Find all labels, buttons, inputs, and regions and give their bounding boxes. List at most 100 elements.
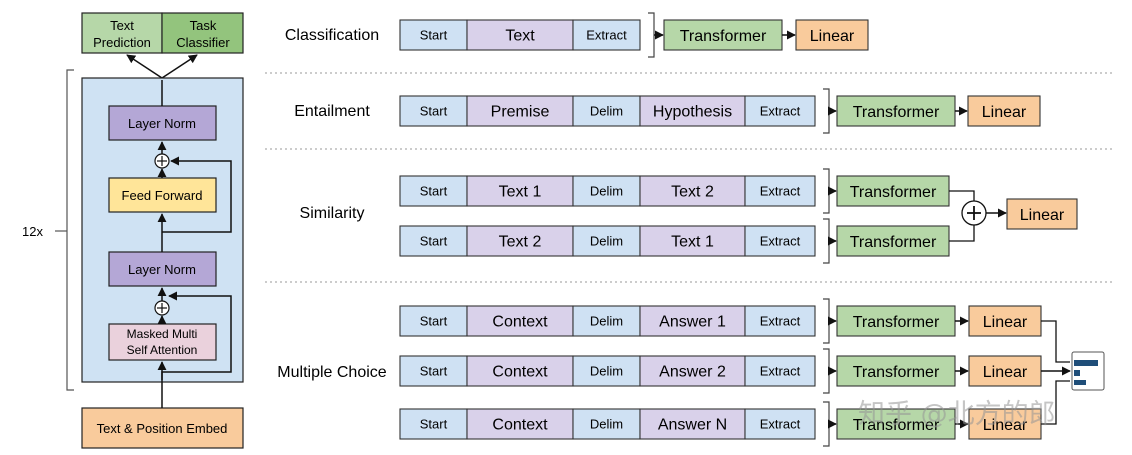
entailment-row1-token-box bbox=[639, 95, 746, 127]
similarity-row2-token: Text 2 bbox=[499, 234, 542, 251]
similarity-row1-token: Text 2 bbox=[671, 184, 714, 201]
task-label-entailment: Entailment bbox=[294, 103, 370, 120]
entailment-row1-token: Start bbox=[420, 104, 448, 119]
classification-row1-token: Extract bbox=[586, 28, 627, 43]
layer-norm-bottom bbox=[108, 251, 217, 287]
similarity-row2-token-box bbox=[466, 225, 574, 257]
multiple-choice-row1-token-box bbox=[639, 305, 746, 337]
multiple-choice-linear-2-box bbox=[968, 355, 1042, 387]
layer-norm-bottom-label: Layer Norm bbox=[128, 262, 196, 277]
classification-linear-box bbox=[795, 19, 869, 51]
multiple-choice-row2-token: Answer 2 bbox=[659, 364, 726, 381]
multiple-choice-transformer-1-label: Transformer bbox=[853, 314, 940, 331]
multiple-choice-transformer-2-label: Transformer bbox=[853, 364, 940, 381]
classification-linear-label: Linear bbox=[810, 28, 855, 45]
multiple-choice-row1-token-box bbox=[744, 305, 816, 337]
similarity-linear-label: Linear bbox=[1020, 207, 1065, 224]
task-label-multiple-choice: Multiple Choice bbox=[277, 364, 386, 381]
layer-norm-top bbox=[108, 105, 217, 141]
similarity-row1-token-box bbox=[744, 175, 816, 207]
multiple-choice-row3-token-box bbox=[639, 408, 746, 440]
residual-top bbox=[162, 156, 232, 233]
entailment-transformer-label: Transformer bbox=[853, 104, 940, 121]
multiple-choice-row3-token-box bbox=[399, 408, 468, 440]
similarity-merge-2 bbox=[949, 225, 975, 242]
multiple-choice-row1-token-box bbox=[399, 305, 468, 337]
similarity-transformer-1-label: Transformer bbox=[850, 184, 937, 201]
similarity-row2-token: Delim bbox=[590, 234, 623, 249]
entailment-row1-token: Extract bbox=[760, 104, 801, 119]
embed-label: Text & Position Embed bbox=[97, 421, 228, 436]
similarity-transformer-2-box bbox=[836, 225, 950, 257]
multiple-choice-row3-token: Extract bbox=[760, 417, 801, 432]
task-label-classification: Classification bbox=[285, 27, 379, 44]
multiple-choice-row2-token-box bbox=[466, 355, 574, 387]
multiple-choice-row2-token: Delim bbox=[590, 364, 623, 379]
transformer-architecture: Text Prediction Task Classifier 12x Laye… bbox=[22, 12, 244, 449]
multiple-choice-linear-3-label: Linear bbox=[983, 417, 1028, 434]
entailment-row1-token-box bbox=[744, 95, 816, 127]
softmax-icon-bar-1 bbox=[1074, 360, 1098, 366]
entailment-row1-token: Hypothesis bbox=[653, 104, 732, 121]
similarity-row2-token-box bbox=[639, 225, 746, 257]
task-classifier-label-1: Task bbox=[190, 18, 217, 33]
multiple-choice-connector-1 bbox=[1041, 320, 1070, 363]
similarity-transformer-2-label: Transformer bbox=[850, 234, 937, 251]
row-bracket bbox=[823, 298, 830, 344]
similarity-row2-token-box bbox=[744, 225, 816, 257]
residual-bottom bbox=[161, 291, 232, 380]
multiple-choice-row3-token-box bbox=[744, 408, 816, 440]
softmax-icon-bar-2 bbox=[1074, 370, 1080, 376]
entailment-row1-token-box bbox=[572, 95, 641, 127]
multiple-choice-row3-token: Context bbox=[492, 417, 548, 434]
attention-label-1: Masked Multi bbox=[127, 327, 198, 341]
repeat-bracket bbox=[66, 69, 74, 391]
text-prediction-label-2: Prediction bbox=[93, 35, 151, 50]
row-bracket bbox=[823, 168, 830, 214]
multiple-choice-row1-token-box bbox=[572, 305, 641, 337]
entailment-linear-box bbox=[967, 95, 1041, 127]
classification-row1-token-box bbox=[466, 19, 574, 51]
similarity-row1-token: Delim bbox=[590, 184, 623, 199]
classification-row1-token: Start bbox=[420, 28, 448, 43]
classification-row1-token: Text bbox=[505, 28, 535, 45]
multiple-choice-row2-token: Context bbox=[492, 364, 548, 381]
entailment-linear-label: Linear bbox=[982, 104, 1027, 121]
head-arrow-left bbox=[126, 54, 163, 79]
multiple-choice-linear-1-label: Linear bbox=[983, 314, 1028, 331]
multiple-choice-row3-token: Start bbox=[420, 417, 448, 432]
multiple-choice-row1-token: Extract bbox=[760, 314, 801, 329]
similarity-row1-token: Extract bbox=[760, 184, 801, 199]
similarity-row1-token: Start bbox=[420, 184, 448, 199]
softmax-icon bbox=[1071, 351, 1105, 391]
multiple-choice-row2-token-box bbox=[744, 355, 816, 387]
entailment-row1-token-box bbox=[399, 95, 468, 127]
multiple-choice-transformer-2-box bbox=[836, 355, 956, 387]
similarity-row2-token-box bbox=[572, 225, 641, 257]
multiple-choice-linear-3-box bbox=[968, 408, 1042, 440]
multiple-choice-row2-token: Extract bbox=[760, 364, 801, 379]
similarity-row2-token: Text 1 bbox=[671, 234, 714, 251]
text-prediction-label-1: Text bbox=[110, 18, 134, 33]
similarity-transformer-1-box bbox=[836, 175, 950, 207]
multiple-choice-row1-token: Answer 1 bbox=[659, 314, 726, 331]
similarity-linear-box bbox=[1006, 198, 1078, 230]
feed-forward-box bbox=[108, 177, 217, 213]
row-bracket bbox=[823, 88, 830, 134]
similarity-row1-token-box bbox=[639, 175, 746, 207]
entailment-transformer-box bbox=[836, 95, 956, 127]
row-bracket bbox=[648, 12, 655, 58]
multiple-choice-row1-token: Start bbox=[420, 314, 448, 329]
multiple-choice-linear-2-label: Linear bbox=[983, 364, 1028, 381]
classification-row1-token-box bbox=[572, 19, 641, 51]
task-classifier-box bbox=[161, 12, 244, 54]
similarity-merge-1 bbox=[949, 190, 975, 201]
multiple-choice-transformer-3-label: Transformer bbox=[853, 417, 940, 434]
attention-label-2: Self Attention bbox=[127, 343, 198, 357]
softmax-icon-bar-3 bbox=[1074, 380, 1086, 385]
multiple-choice-connector-3 bbox=[1041, 380, 1070, 425]
similarity-row1-token-box bbox=[572, 175, 641, 207]
